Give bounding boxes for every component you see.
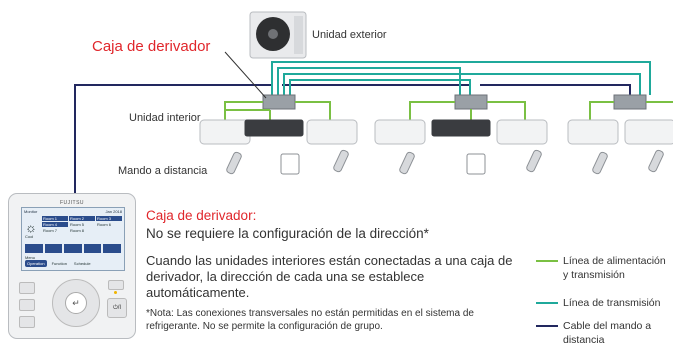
room-6: Room 6 [97,222,112,227]
legend-text-transmission: Línea de transmisión [563,297,661,309]
outdoor-unit-label: Unidad exterior [312,29,387,41]
left-button-1 [19,282,35,294]
branch-box-3 [613,94,647,110]
power-line-1 [224,101,331,120]
info-heading: Caja de derivador: [146,208,257,223]
controller-dpad: ↵ [52,279,100,327]
room-7: Room 7 [43,228,58,233]
outdoor-unit-illustration [249,11,307,59]
controller-brand: FUJITSU [59,200,85,206]
tab-function: Function [51,261,67,266]
power-button: ⏻/I [107,298,127,318]
info-note: *Nota: Las conexiones transversales no e… [146,308,474,332]
branch-box-2 [454,94,488,110]
legend-line-remote [536,325,558,327]
branch-box-1 [262,94,296,110]
power-indicator [114,291,117,294]
transmission-line-2 [277,67,461,95]
branch-box-pointer [224,51,267,99]
room-5: Room 5 [70,222,85,227]
indoor-unit-label: Unidad interior [129,112,201,124]
power-line-3 [589,101,673,120]
screen-menu: Menu [25,255,36,260]
room-8: Room 8 [70,228,85,233]
room-2: Room 2 [69,216,95,221]
legend-text-power: Línea de alimentación y transmisión [563,255,666,281]
tab-schedule: Schedule [73,261,91,266]
remote-cable-2 [282,84,471,95]
room-1: Room 1 [42,216,68,221]
branch-box-label: Caja de derivador [92,38,211,55]
enter-button: ↵ [65,292,87,314]
left-button-3 [19,316,35,328]
right-button-top [108,280,124,290]
screen-icon-4 [83,244,102,253]
room-grid: Room 1 Room 2 Room 3 Room 4 Room 5 Room … [42,216,122,233]
wired-controllers [280,153,486,175]
legend-line-transmission [536,302,558,304]
screen-icon-2 [44,244,63,253]
left-button-2 [19,299,35,311]
power-line-2 [409,101,526,120]
remote-label: Mando a distancia [118,165,208,177]
legend-line-power [536,260,558,262]
legend-text-remote: Cable del mando a distancia [563,320,652,346]
screen-icon-5 [103,244,121,253]
controller-screen: Monitor Jan 2018 ☼ Cool Room 1 Room 2 Ro… [21,207,125,271]
transmission-line [271,61,651,95]
screen-sun-icon: ☼ [25,220,37,235]
transmission-line-4 [289,79,471,95]
info-subheading: No se requiere la configuración de la di… [146,226,429,241]
remote-handsets [226,149,664,175]
screen-date: Jan 2018 [105,209,122,214]
screen-icon-3 [64,244,82,253]
room-4: Room 4 [42,222,68,227]
screen-icon-1 [25,244,43,253]
screen-mode: Cool [25,234,34,239]
power-label: ⏻/I [112,305,122,311]
tab-operation: Operation [25,260,47,267]
controller-buttons-left [19,282,35,328]
screen-title: Monitor [24,209,38,214]
remote-cable-3 [480,84,631,95]
room-3: Room 3 [96,216,122,221]
screen-tabs: Operation Function Schedule [25,260,121,267]
wired-remote-controller: FUJITSU Monitor Jan 2018 ☼ Cool Room 1 R… [8,193,136,339]
indoor-units [199,119,673,145]
transmission-line-3 [283,73,641,95]
screen-icons-row [25,244,121,253]
info-body: Cuando las unidades interiores están con… [146,253,513,300]
